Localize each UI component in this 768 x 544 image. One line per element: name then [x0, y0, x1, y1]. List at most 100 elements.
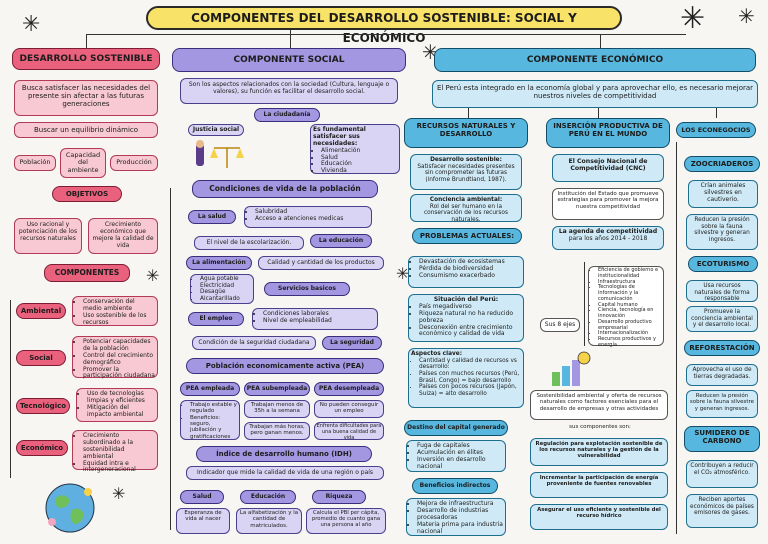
objetivo-2: Crecimiento económico que mejore la cali…	[88, 218, 158, 254]
idh-educacion: Educación	[240, 490, 296, 504]
earth-globe-icon	[42, 480, 98, 536]
condiciones-header: Condiciones de vida de la población	[192, 180, 378, 198]
ref-2: Reducen la presión sobre la fauna silves…	[686, 390, 758, 418]
sparkle-icon: ✳	[738, 4, 755, 28]
tecnologico-list: Uso de tecnologías limpias y eficientesM…	[76, 388, 158, 422]
sparkle-icon: ✳	[680, 1, 706, 36]
money-plant-icon	[548, 348, 592, 388]
agenda-box: La agenda de competitividad para los año…	[552, 226, 664, 250]
page-title: COMPONENTES DEL DESARROLLO SOSTENIBLE: S…	[146, 6, 622, 45]
social-label: Social	[16, 350, 66, 366]
componente-1: Regulación para explotación sostenible d…	[530, 438, 668, 466]
zoo-2: Reducen la presión sobre la fauna silves…	[686, 214, 758, 250]
desarrollo-sostenible-header: DESARROLLO SOSTENIBLE	[12, 48, 160, 70]
sum-1: Contribuyen a reducir el CO₂ atmosférico…	[686, 460, 758, 488]
objetivos-header: OBJETIVOS	[52, 186, 122, 202]
sumideros-header: SUMIDERO DE CARBONO	[684, 426, 760, 452]
idh-text: Indicador que mide la calidad de vida de…	[186, 466, 384, 480]
seguridad-box: Condición de la seguridad ciudadana	[192, 336, 316, 350]
zoocriaderos-header: ZOOCRIADEROS	[684, 156, 760, 172]
sparkle-icon: ✳	[146, 266, 160, 285]
cnc-box: El Consejo Nacional de Competitividad (C…	[552, 154, 664, 182]
poblacion-box: Población	[14, 155, 56, 171]
social-list: Potenciar capacidades de la poblaciónCon…	[72, 336, 158, 379]
eco-1: Usa recursos naturales de forma responsa…	[686, 280, 758, 302]
balance-box: Buscar un equilibrio dinámico	[14, 122, 158, 138]
ejes-label: Sus 8 ejes	[540, 318, 580, 332]
des-1: No pueden conseguir un empleo	[314, 400, 384, 418]
ref-1: Aprovecha el uso de tierras degradadas.	[686, 364, 758, 386]
ejes-list: Eficiencia de gobierno e institucionalid…	[588, 266, 664, 348]
objetivo-1: Uso racional y potenciación de los recur…	[14, 218, 82, 254]
componentes-header: COMPONENTES	[44, 264, 130, 282]
econegocios-header: LOS ECONEGOCIOS	[676, 122, 756, 138]
sparkle-icon: ✳	[112, 484, 126, 503]
situacion-box: Situación del Perú: País megadiversoRiqu…	[408, 294, 524, 342]
desarrollo-sostenible-def: Desarrollo sostenible: Satisfacer necesi…	[410, 154, 522, 190]
conciencia-ambiental: Conciencia ambiental: Rol del ser humano…	[410, 194, 522, 223]
idh-salud: Salud	[180, 490, 224, 504]
problemas-list: Devastación de ecosistemasPérdida de bio…	[408, 256, 524, 288]
pea-header: Población economicamente activa (PEA)	[186, 358, 384, 374]
seguridad-label: La seguridad	[322, 336, 382, 350]
componente-social-header: COMPONENTE SOCIAL	[172, 48, 406, 72]
necesidades-box: Es fundamental satisfacer sus necesidade…	[310, 124, 400, 174]
sostenibilidad-box: Sostenibilidad ambiental y oferta de rec…	[530, 390, 668, 420]
zoo-1: Crían animales silvestres en cautiverio.	[688, 180, 758, 208]
economico-label: Económico	[16, 440, 68, 456]
recursos-header: RECURSOS NATURALES Y DESARROLLO	[404, 118, 528, 148]
idh-riqueza: Riqueza	[312, 490, 366, 504]
ciudadania-label: La ciudadanía	[254, 108, 320, 122]
beneficios-list: Mejora de infraestructuraDesarrollo de i…	[406, 498, 506, 536]
economico-list: Crecimiento subordinado a la sostenibili…	[72, 430, 158, 473]
sus-componentes: sus componentes son:	[569, 424, 631, 430]
economico-intro: El Perú esta integrado en la economía gl…	[432, 80, 758, 108]
educacion-label: La educación	[310, 234, 372, 248]
destino-header: Destino del capital generado	[404, 420, 508, 436]
componente-3: Asegurar el uso eficiente y sostenible d…	[530, 504, 668, 530]
idh-educacion-text: La alfabetización y la cantidad de matri…	[236, 508, 302, 534]
ambiental-list: Conservación del medio ambienteUso soste…	[72, 296, 158, 326]
sub-1: Trabajan menos de 35h a la semana	[244, 400, 310, 418]
beneficios-header: Beneficios indirectos	[412, 478, 498, 494]
eco-2: Promueve la conciencia ambiental y el de…	[686, 306, 758, 332]
reforestacion-header: REFORESTACIÓN	[684, 340, 760, 356]
problemas-header: PROBLEMAS ACTUALES:	[412, 228, 522, 244]
pea-subempleada: PEA subempleada	[244, 382, 310, 396]
ecoturismo-header: ECOTURISMO	[688, 256, 758, 272]
sparkle-icon: ✳	[22, 12, 41, 37]
des-2: Enfrenta dificultades para una buena cal…	[314, 422, 384, 440]
empleo-list: Condiciones laboralesNivel de empleabili…	[252, 308, 378, 330]
pea-empleada: PEA empleada	[180, 382, 240, 396]
destino-list: Fuga de capitalesAcumulación en élites I…	[406, 440, 506, 472]
servicios-label: Servicios basicos	[264, 282, 350, 296]
servicios-list: Agua potableElectricidad DesagüeAlcantar…	[190, 274, 254, 304]
aspectos-box: Aspectos clave: Cantidad y calidad de re…	[408, 348, 524, 408]
idh-header: Índice de desarrollo humano (IDH)	[196, 446, 372, 462]
ambiental-label: Ambiental	[16, 303, 66, 319]
idh-riqueza-text: Calcula el PBI per cápita, promedio de c…	[306, 508, 386, 534]
empleo-label: El empleo	[188, 312, 244, 326]
alimentacion-label: La alimentación	[186, 256, 252, 270]
salud-label: La salud	[188, 210, 236, 224]
justicia-social: Justicia social	[188, 124, 244, 136]
definition-box: Busca satisfacer las necesidades del pre…	[14, 80, 158, 116]
componente-2: Incrementar la participación de energía …	[530, 472, 668, 498]
social-intro: Son los aspectos relacionados con la soc…	[180, 78, 398, 104]
pea-empleada-list: Trabajo estable y reguladoBeneficios: se…	[180, 400, 240, 440]
tecnologico-label: Tecnológico	[16, 398, 70, 414]
capacidad-box: Capacidad del ambiente	[60, 148, 106, 178]
insercion-header: INSERCIÓN PRODUCTIVA DE PERÚ EN EL MUNDO	[546, 118, 670, 148]
produccion-box: Producción	[110, 155, 158, 171]
sub-2: Trabajan más horas, pero ganan menos.	[244, 422, 310, 440]
componente-economico-header: COMPONENTE ECONÓMICO	[434, 48, 756, 72]
idh-salud-text: Esperanza de vida al nacer	[176, 508, 230, 534]
pea-desempleada: PEA desempleada	[314, 382, 384, 396]
justice-scale-icon	[190, 140, 246, 170]
sum-2: Reciben aportes económicos de países emi…	[686, 494, 758, 528]
cnc-text: Institución del Estado que promueve estr…	[552, 188, 664, 220]
alimentacion-box: Calidad y cantidad de los productos	[258, 256, 384, 270]
salud-list: SalubridadAcceso a atenciones medicas	[244, 206, 372, 228]
escolarizacion-box: El nivel de la escolarización.	[194, 236, 304, 250]
sparkle-icon: ✳	[396, 264, 410, 283]
